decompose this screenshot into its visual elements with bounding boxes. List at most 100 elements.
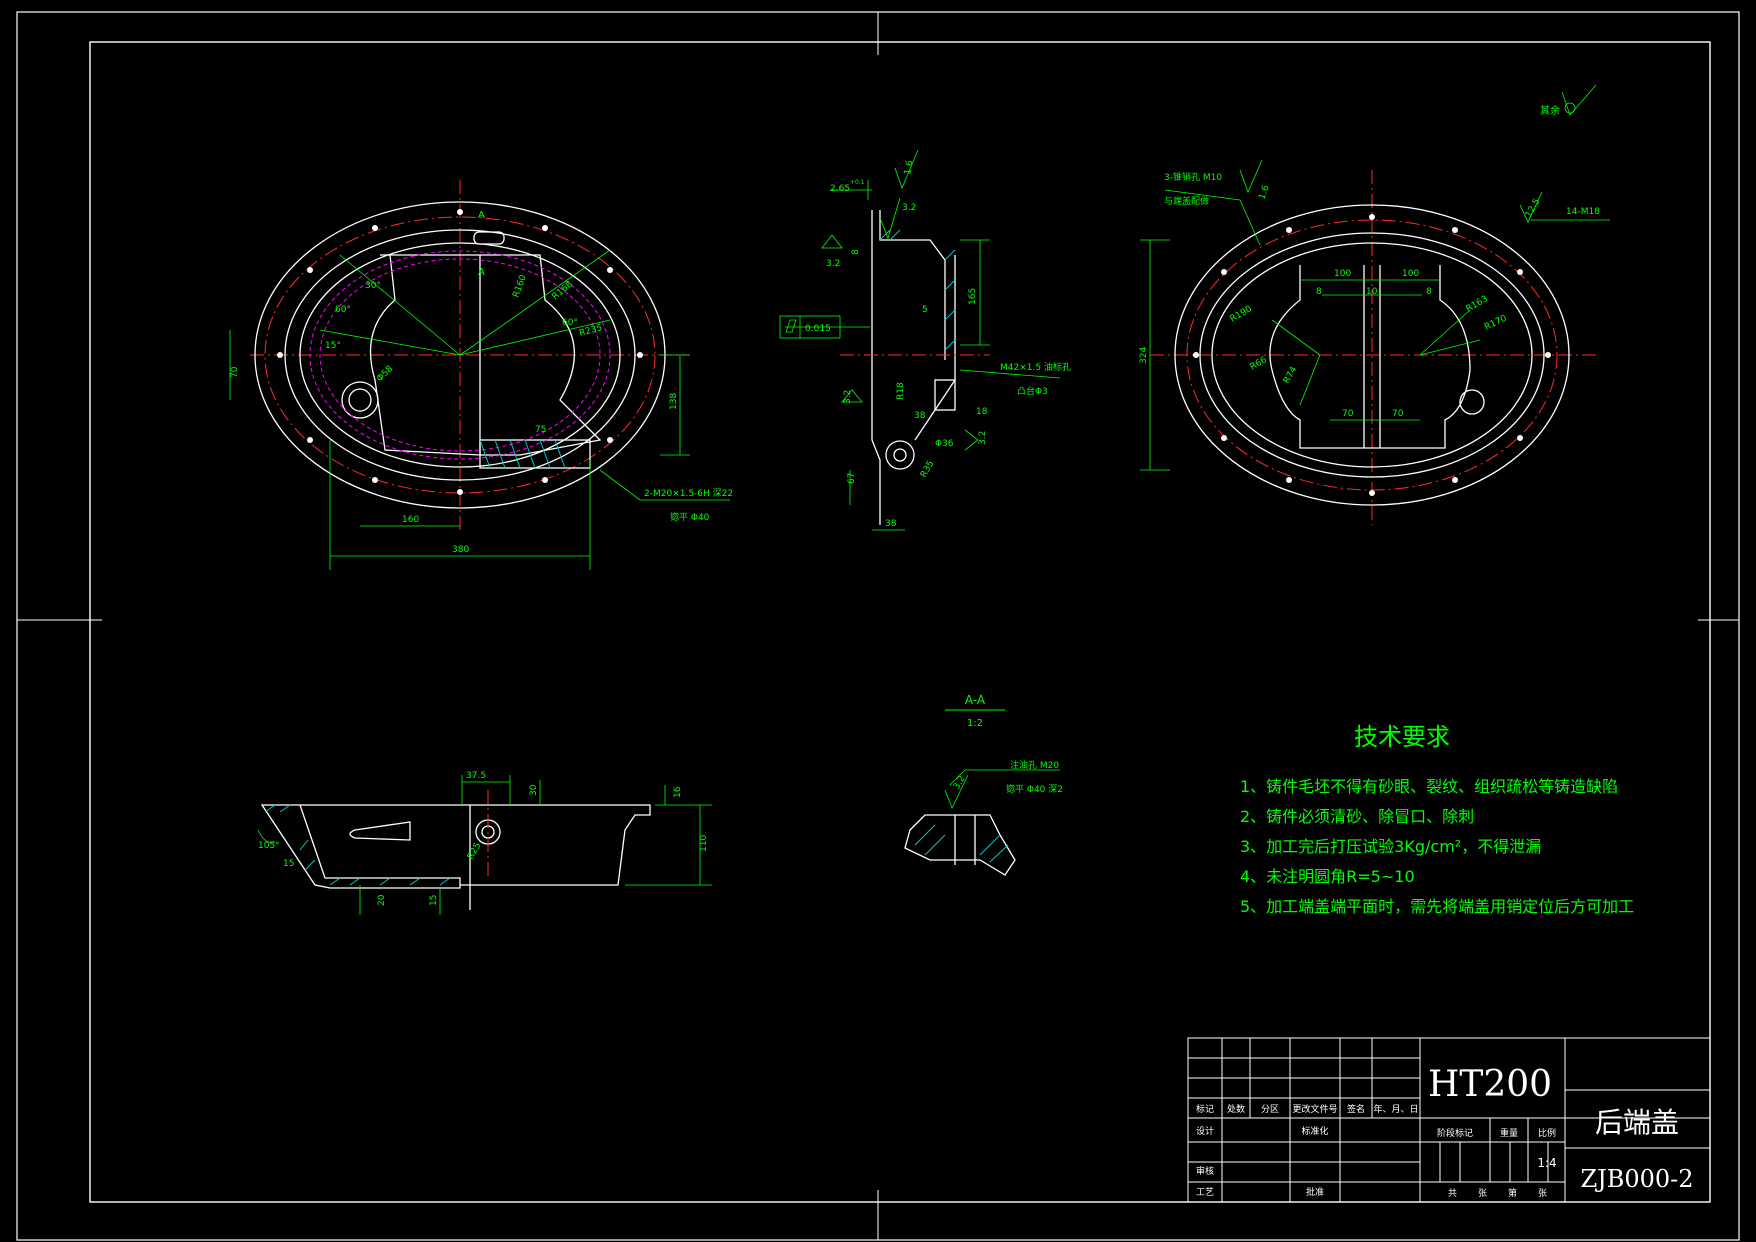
tech-req-item-4: 4、未注明圆角R=5~10	[1240, 867, 1415, 886]
bottom-view: 37.5 30 16 105° 15 R25 110 20 15	[257, 771, 712, 915]
tolerance-flatness: 0.015	[805, 324, 831, 334]
dim-angle-15: 15°	[325, 341, 341, 351]
dim-bottom-20: 20	[377, 894, 387, 906]
dim-rear-r163: R163	[1465, 294, 1490, 314]
dim-bottom-110: 110	[699, 835, 709, 852]
tech-req-item-1: 1、铸件毛坯不得有砂眼、裂纹、组织疏松等铸造缺陷	[1240, 777, 1618, 796]
callout-boss: 凸台Φ3	[1017, 385, 1048, 397]
section-aa-note-1: 注油孔 M20	[1010, 759, 1059, 771]
dim-rear-r170: R170	[1483, 314, 1509, 333]
tb-row-review: 审核	[1196, 1165, 1214, 1177]
section-mark-a-bottom: A	[478, 267, 485, 278]
dim-side-2-65: 2.65	[830, 184, 850, 194]
roughness-1-6: 1.6	[903, 159, 915, 175]
roughness-3-2-top: 3.2	[902, 203, 916, 213]
dim-dia-58: Φ58	[375, 364, 395, 384]
dim-rear-324: 324	[1139, 347, 1149, 364]
dim-side-dia-36: Φ36	[935, 439, 954, 449]
tb-header-change-doc: 更改文件号	[1292, 1103, 1337, 1115]
dim-rear-10: 10	[1366, 287, 1378, 297]
dim-side-r18: R18	[896, 382, 906, 400]
tb-row-design: 设计	[1196, 1125, 1214, 1137]
dim-70: 70	[230, 366, 240, 378]
roughness-rear-1-6: 1.6	[1257, 184, 1271, 201]
dim-bottom-30: 30	[529, 784, 539, 796]
dim-side-r35: R35	[919, 459, 937, 479]
tech-req-item-5: 5、加工端盖端平面时，需先将端盖用销定位后方可加工	[1240, 897, 1634, 916]
dim-rear-r66: R66	[1249, 355, 1270, 373]
section-mark-a-top: A	[478, 210, 485, 221]
section-aa-roughness: 3.2	[952, 774, 968, 791]
callout-match-drill: 与端盖配做	[1164, 195, 1209, 207]
dim-rear-100-right: 100	[1402, 269, 1419, 279]
dim-side-5: 5	[922, 305, 928, 315]
title-block: HT200 后端盖 ZJB000-2 1:4 标记 处数 分区 更改文件号 签名…	[1187, 1037, 1711, 1203]
dim-bottom-16: 16	[673, 786, 683, 798]
dim-angle-60-right: 60°	[562, 318, 578, 328]
dim-380: 380	[452, 545, 469, 555]
section-aa-note-2: 锪平 Φ40 深2	[1006, 783, 1063, 795]
roughness-3-2-right: 3.2	[978, 431, 988, 445]
tb-header-zone: 分区	[1261, 1104, 1279, 1115]
title-scale-value: 1:4	[1537, 1156, 1556, 1170]
tb-scale-label: 比例	[1538, 1127, 1556, 1139]
dim-r160: R160	[511, 273, 529, 299]
dim-side-67: 67	[847, 473, 857, 484]
callout-taper-pin: 3-锥销孔 M10	[1164, 171, 1222, 183]
dim-rear-70-right: 70	[1392, 409, 1404, 419]
dim-r235: R235	[578, 323, 603, 339]
dim-rear-r74: R74	[1282, 365, 1300, 386]
section-aa-scale: 1:2	[967, 718, 983, 729]
tb-header-mark: 标记	[1196, 1103, 1214, 1115]
dim-side-165: 165	[968, 288, 978, 305]
rear-view: 其余 3-锥销孔 M10 与端盖配做 1.6 12.5 14-M18 100 1…	[1139, 84, 1610, 525]
tb-stage-mark: 阶段标记	[1437, 1127, 1473, 1139]
technical-requirements: 技术要求 1、铸件毛坯不得有砂眼、裂纹、组织疏松等铸造缺陷 2、铸件必须清砂、除…	[1240, 723, 1634, 916]
title-material: HT200	[1428, 1064, 1552, 1105]
tb-header-date: 年、月、日	[1373, 1103, 1418, 1115]
dim-bottom-37-5: 37.5	[466, 771, 486, 781]
dim-rear-r190: R190	[1229, 304, 1255, 325]
tb-row-approve: 批准	[1306, 1186, 1324, 1198]
section-aa-view: A-A 1:2 3.2 注油孔 M20 锪平 Φ40 深2	[904, 693, 1063, 876]
tb-sheet-unit-1: 张	[1478, 1188, 1487, 1199]
dim-160: 160	[402, 515, 419, 525]
tb-header-signature: 签名	[1347, 1103, 1365, 1115]
front-view: A A 30° 60° 60° 15° R160 R168 R235 Φ58 7…	[229, 180, 733, 570]
callout-tapped-hole: 2-M20×1.5-6H 深22	[644, 488, 733, 499]
dim-bottom-105deg: 105°	[258, 841, 280, 851]
dim-rear-8-right: 8	[1426, 287, 1432, 297]
callout-14-m18: 14-M18	[1566, 207, 1600, 217]
side-view: 2.65 +0.1 1.6 3.2 3.2 8 5 165 0.015 M42×…	[779, 149, 1071, 531]
dim-side-tol: +0.1	[850, 179, 865, 186]
title-drawing-no: ZJB000-2	[1580, 1165, 1693, 1193]
tb-sheet-number: 第	[1508, 1187, 1517, 1199]
roughness-rear-12-5: 12.5	[1524, 197, 1543, 219]
tb-sheet-total: 共	[1448, 1188, 1457, 1199]
callout-oil-gauge-hole: M42×1.5 油标孔	[1000, 361, 1071, 373]
title-part-name: 后端盖	[1595, 1106, 1679, 1139]
dim-angle-60-left: 60°	[335, 305, 351, 315]
tech-req-item-3: 3、加工完后打压试验3Kg/cm²，不得泄漏	[1240, 837, 1541, 856]
dim-75: 75	[535, 425, 546, 435]
surface-note-rest: 其余	[1540, 104, 1560, 117]
section-aa-title: A-A	[965, 693, 986, 707]
callout-spotface: 锪平 Φ40	[670, 511, 710, 523]
dim-side-38: 38	[914, 411, 926, 421]
dim-side-38-bottom: 38	[885, 519, 897, 529]
tb-row-standardize: 标准化	[1301, 1125, 1328, 1137]
tb-header-count: 处数	[1227, 1103, 1245, 1115]
dim-bottom-15: 15	[283, 859, 294, 869]
dim-side-8: 8	[851, 249, 861, 255]
dim-bottom-r25: R25	[466, 841, 484, 861]
roughness-3-2-mid: 3.2	[843, 390, 853, 404]
dim-rear-100-left: 100	[1334, 269, 1351, 279]
tb-row-process: 工艺	[1196, 1187, 1214, 1198]
tb-weight: 重量	[1500, 1127, 1518, 1139]
drawing-frame	[16, 11, 1740, 1241]
dim-138: 138	[669, 393, 679, 410]
dim-side-18: 18	[976, 407, 988, 417]
tb-sheet-unit-2: 张	[1538, 1188, 1547, 1199]
roughness-3-2-left: 3.2	[826, 259, 840, 269]
